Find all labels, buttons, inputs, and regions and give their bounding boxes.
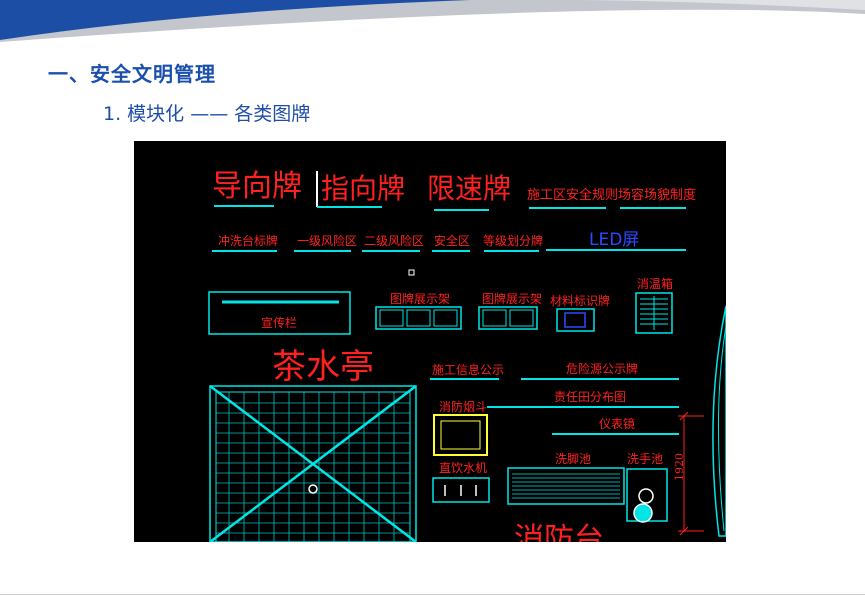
label-safe-zone: 安全区 bbox=[434, 233, 470, 248]
label-construction-info: 施工信息公示 bbox=[432, 362, 504, 377]
label-pointer-sign: 指向牌 bbox=[321, 172, 405, 205]
extinguisher-box-frame bbox=[635, 292, 673, 334]
header-band bbox=[0, 0, 865, 42]
slide-subtitle: 1. 模块化 —— 各类图牌 bbox=[103, 103, 311, 125]
slide-title: 一、安全文明管理 bbox=[48, 62, 216, 86]
material-sign-frame bbox=[556, 308, 595, 332]
rack1-panel-b bbox=[406, 309, 431, 327]
foot-wash-frame bbox=[507, 467, 625, 505]
fire-point-frame bbox=[433, 414, 488, 456]
label-water-dispenser: 直饮水机 bbox=[439, 461, 487, 475]
label-publicity-board: 宣传栏 bbox=[261, 315, 297, 330]
label-site-safety-rules: 施工区安全规则 bbox=[527, 187, 618, 203]
cad-drawing: 导向牌 指向牌 限速牌 施工区安全规则 场容场貌制度 冲洗台标牌 一级风险区 二… bbox=[134, 141, 726, 542]
rack2-panel-b bbox=[509, 309, 534, 327]
rack1-panel-a bbox=[379, 309, 404, 327]
edge-arc-inner bbox=[717, 325, 726, 532]
edge-arc bbox=[712, 305, 726, 537]
label-led-screen: LED屏 bbox=[589, 230, 639, 250]
label-responsibility-map: 责任田分布图 bbox=[554, 390, 626, 404]
display-rack-2-frame bbox=[478, 306, 538, 330]
label-display-rack-2: 图牌展示架 bbox=[482, 292, 542, 306]
label-level2-risk: 二级风险区 bbox=[364, 233, 424, 248]
label-display-rack-1: 图牌展示架 bbox=[390, 292, 450, 306]
label-speed-limit-sign: 限速牌 bbox=[427, 172, 511, 205]
label-extinguisher-box: 消温箱 bbox=[637, 276, 673, 291]
label-tea-pavilion: 茶水亭 bbox=[272, 347, 374, 387]
label-site-appearance-rules: 场容场貌制度 bbox=[618, 187, 696, 203]
cad-canvas: 导向牌 指向牌 限速牌 施工区安全规则 场容场貌制度 冲洗台标牌 一级风险区 二… bbox=[208, 169, 726, 542]
rack2-panel-a bbox=[482, 309, 507, 327]
dimension-marker bbox=[678, 411, 704, 536]
publicity-board-frame bbox=[208, 291, 351, 335]
rack1-panel-c bbox=[433, 309, 458, 327]
marker-square bbox=[408, 269, 415, 276]
label-foot-wash-pool: 洗脚池 bbox=[555, 451, 591, 466]
label-hand-wash-pool: 洗手池 bbox=[627, 452, 663, 466]
hand-wash-drain bbox=[633, 503, 653, 523]
label-level-division: 等级划分牌 bbox=[483, 234, 543, 248]
material-sign-inner bbox=[564, 312, 586, 328]
label-fire-smoking-point: 消防烟斗 bbox=[439, 399, 487, 414]
extinguisher-box-slats bbox=[640, 296, 668, 330]
fire-point-inner bbox=[440, 420, 481, 450]
label-hazard-notice: 危险源公示牌 bbox=[566, 361, 638, 376]
label-fire-station: 消防台 bbox=[514, 522, 604, 542]
water-dispenser-frame bbox=[432, 477, 490, 503]
label-wash-table-sign: 冲洗台标牌 bbox=[218, 233, 278, 248]
display-rack-1-frame bbox=[375, 306, 462, 330]
foot-wash-grate bbox=[512, 473, 620, 499]
label-material-id-sign: 材料标识牌 bbox=[550, 294, 610, 308]
label-mirror: 仪表镜 bbox=[599, 416, 635, 431]
tea-pavilion-roof bbox=[209, 385, 417, 542]
water-dispenser-taps bbox=[444, 485, 477, 496]
label-dimension: 1920 bbox=[673, 453, 686, 481]
hand-wash-basin bbox=[638, 488, 654, 504]
label-level1-risk: 一级风险区 bbox=[297, 233, 357, 248]
label-guide-sign: 导向牌 bbox=[212, 169, 302, 204]
